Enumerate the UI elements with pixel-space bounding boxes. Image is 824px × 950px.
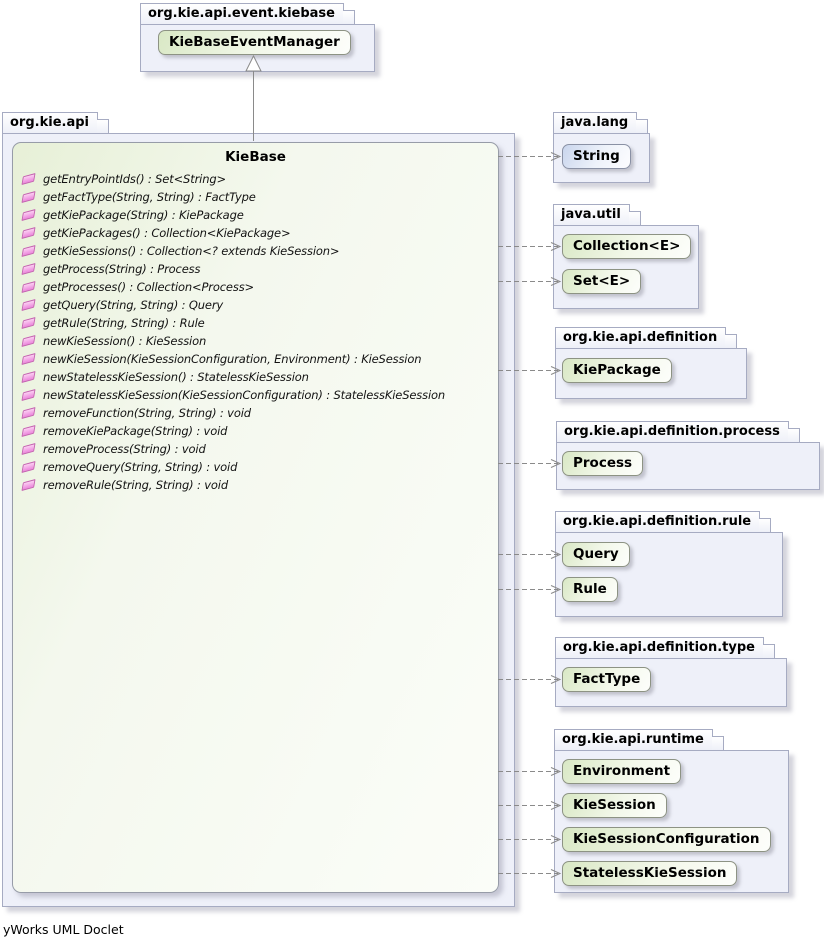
- method-icon: [21, 244, 36, 258]
- method-row: removeRule(String, String) : void: [19, 476, 494, 494]
- method-list: getEntryPointIds() : Set<String> getFact…: [19, 170, 494, 494]
- method-icon: [21, 172, 36, 186]
- package-tab-java-lang[interactable]: java.lang: [553, 112, 649, 134]
- method-icon: [21, 406, 36, 420]
- package-tab-definition[interactable]: org.kie.api.definition: [555, 327, 738, 349]
- method-icon: [21, 226, 36, 240]
- class-button-statelesskiesession[interactable]: StatelessKieSession: [562, 861, 738, 886]
- method-row: removeKiePackage(String) : void: [19, 422, 494, 440]
- method-row: getFactType(String, String) : FactType: [19, 188, 494, 206]
- class-button-collection[interactable]: Collection<E>: [562, 234, 692, 259]
- method-icon: [21, 478, 36, 492]
- method-icon: [21, 316, 36, 330]
- method-icon: [21, 424, 36, 438]
- package-tab-java-util[interactable]: java.util: [553, 204, 641, 226]
- method-row: getQuery(String, String) : Query: [19, 296, 494, 314]
- method-icon: [21, 298, 36, 312]
- method-icon: [21, 388, 36, 402]
- package-tab-definition-type[interactable]: org.kie.api.definition.type: [555, 637, 775, 659]
- method-row: getKieSessions() : Collection<? extends …: [19, 242, 494, 260]
- method-row: newKieSession() : KieSession: [19, 332, 494, 350]
- method-icon: [21, 262, 36, 276]
- method-row: removeFunction(String, String) : void: [19, 404, 494, 422]
- package-tab-event-kiebase[interactable]: org.kie.api.event.kiebase: [140, 3, 355, 25]
- method-row: removeQuery(String, String) : void: [19, 458, 494, 476]
- package-tab-org-kie-api[interactable]: org.kie.api: [2, 112, 109, 134]
- method-row: getEntryPointIds() : Set<String>: [19, 170, 494, 188]
- method-row: getKiePackages() : Collection<KiePackage…: [19, 224, 494, 242]
- method-row: newStatelessKieSession() : StatelessKieS…: [19, 368, 494, 386]
- method-icon: [21, 460, 36, 474]
- method-icon: [21, 280, 36, 294]
- method-icon: [21, 370, 36, 384]
- class-button-string[interactable]: String: [562, 144, 631, 169]
- method-icon: [21, 442, 36, 456]
- class-button-kiebaseeventmanager[interactable]: KieBaseEventManager: [158, 30, 351, 55]
- class-button-rule[interactable]: Rule: [562, 577, 618, 602]
- class-title-kiebase[interactable]: KieBase: [225, 149, 286, 165]
- class-button-set[interactable]: Set<E>: [562, 269, 642, 294]
- method-row: getProcesses() : Collection<Process>: [19, 278, 494, 296]
- method-row: getRule(String, String) : Rule: [19, 314, 494, 332]
- method-icon: [21, 208, 36, 222]
- package-tab-definition-process[interactable]: org.kie.api.definition.process: [556, 421, 800, 443]
- class-button-kiepackage[interactable]: KiePackage: [562, 358, 672, 383]
- method-icon: [21, 190, 36, 204]
- package-tab-definition-rule[interactable]: org.kie.api.definition.rule: [555, 511, 772, 533]
- method-row: getProcess(String) : Process: [19, 260, 494, 278]
- class-box-kiebase: KieBase getEntryPointIds() : Set<String>…: [12, 142, 499, 893]
- footer-label: yWorks UML Doclet: [3, 922, 124, 937]
- class-button-process[interactable]: Process: [562, 451, 644, 476]
- method-icon: [21, 352, 36, 366]
- method-row: newStatelessKieSession(KieSessionConfigu…: [19, 386, 494, 404]
- method-row: getKiePackage(String) : KiePackage: [19, 206, 494, 224]
- method-icon: [21, 334, 36, 348]
- class-button-facttype[interactable]: FactType: [562, 667, 652, 692]
- class-button-kiesession[interactable]: KieSession: [562, 793, 667, 818]
- class-button-query[interactable]: Query: [562, 542, 630, 567]
- class-button-kiesessionconfiguration[interactable]: KieSessionConfiguration: [562, 827, 771, 852]
- class-button-environment[interactable]: Environment: [562, 759, 682, 784]
- package-tab-runtime[interactable]: org.kie.api.runtime: [554, 729, 724, 751]
- method-row: removeProcess(String) : void: [19, 440, 494, 458]
- method-row: newKieSession(KieSessionConfiguration, E…: [19, 350, 494, 368]
